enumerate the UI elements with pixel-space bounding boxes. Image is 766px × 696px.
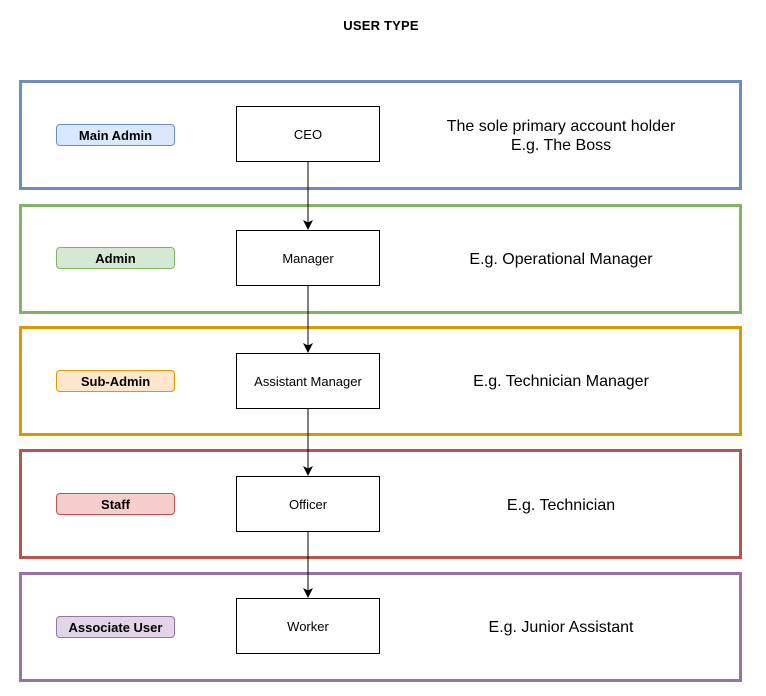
description-line: E.g. Technician	[506, 497, 616, 514]
tier-main-admin	[19, 80, 742, 190]
node-worker: Worker	[236, 598, 380, 654]
role-badge-sub-admin: Sub-Admin	[56, 370, 175, 392]
diagram-title: USER TYPE	[343, 18, 419, 33]
tier-sub-admin	[19, 326, 742, 436]
node-manager: Manager	[236, 230, 380, 286]
description-line: E.g. Junior Assistant	[488, 619, 634, 636]
role-badge-staff: Staff	[56, 493, 175, 515]
role-badge-associate-user: Associate User	[56, 616, 175, 638]
description-line: E.g. The Boss	[510, 137, 612, 154]
role-badge-admin: Admin	[56, 247, 175, 269]
description-staff: E.g. Technician	[420, 496, 702, 515]
node-officer: Officer	[236, 476, 380, 532]
node-assistant-manager: Assistant Manager	[236, 353, 380, 409]
tier-admin	[19, 204, 742, 314]
tier-staff	[19, 449, 742, 559]
description-main-admin: The sole primary account holder E.g. The…	[420, 117, 702, 155]
description-line: E.g. Operational Manager	[469, 251, 653, 268]
role-badge-main-admin: Main Admin	[56, 124, 175, 146]
description-line: The sole primary account holder	[446, 118, 676, 135]
description-associate-user: E.g. Junior Assistant	[420, 618, 702, 637]
node-ceo: CEO	[236, 106, 380, 162]
description-admin: E.g. Operational Manager	[420, 250, 702, 269]
tier-associate-user	[19, 572, 742, 682]
description-sub-admin: E.g. Technician Manager	[420, 372, 702, 391]
description-line: E.g. Technician Manager	[473, 373, 649, 390]
